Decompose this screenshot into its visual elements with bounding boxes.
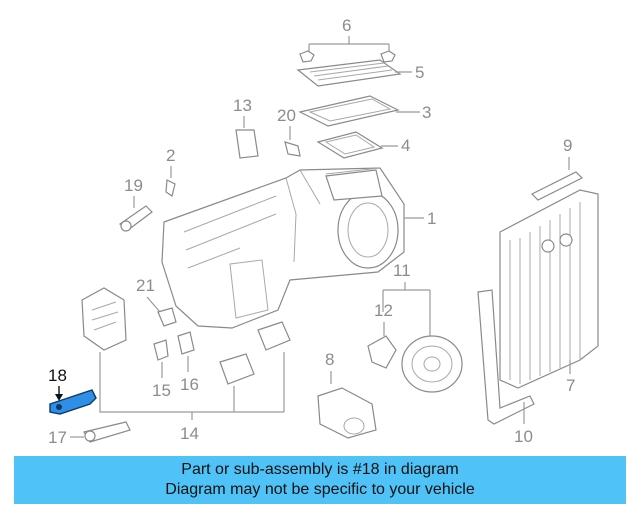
heater-core-part-7 (499, 189, 599, 389)
callout-number-3: 3 (422, 103, 431, 122)
sensor-part-13 (235, 129, 259, 159)
resistor-part-12 (367, 335, 397, 369)
callout-13: 13 (233, 96, 259, 159)
callout-number-7: 7 (566, 376, 575, 395)
callout-number-10: 10 (514, 427, 533, 446)
callout-number-11: 11 (393, 261, 411, 280)
callout-9: 9 (530, 136, 584, 201)
callout-number-17: 17 (48, 428, 67, 447)
callout-number-9: 9 (563, 136, 572, 155)
callout-number-8: 8 (325, 350, 334, 369)
sensor-part-15 (153, 339, 169, 361)
callout-2: 2 (165, 146, 176, 197)
callout-number-2: 2 (166, 146, 175, 165)
callout-number-21: 21 (136, 276, 155, 295)
callout-19: 19 (118, 176, 153, 232)
sensor-part-20 (284, 141, 301, 157)
clip-part-2 (165, 179, 176, 197)
callout-number-1: 1 (427, 209, 436, 228)
callout-number-6: 6 (342, 16, 351, 35)
callout-number-20: 20 (277, 106, 296, 125)
callout-number-14: 14 (180, 424, 199, 443)
seal-frame-part-10 (477, 289, 535, 425)
callout-4: 4 (316, 131, 410, 159)
actuator-part-8 (317, 387, 377, 439)
callout-6: 6 (299, 16, 396, 63)
callout-15: 15 (152, 339, 171, 400)
banner-line-1: Part or sub-assembly is #18 in diagram (181, 461, 459, 478)
callout-number-13: 13 (233, 96, 252, 115)
clip-part-6a (299, 50, 315, 63)
callout-number-15: 15 (152, 381, 171, 400)
callout-14: 14 (99, 352, 285, 443)
callout-21: 21 (136, 276, 177, 327)
control-module-part-b (257, 321, 291, 351)
callout-number-19: 19 (124, 176, 143, 195)
control-module-part-a (219, 353, 255, 385)
callout-5: 5 (296, 59, 424, 87)
filter-part-5 (296, 59, 402, 87)
callout-1: 1 (161, 167, 436, 329)
callout-number-18: 18 (48, 366, 67, 385)
callout-12: 12 (367, 301, 397, 369)
sensor-part-16 (177, 331, 195, 355)
callout-7: 7 (499, 189, 599, 395)
callout-3: 3 (298, 95, 431, 127)
callout-18: 18 (48, 366, 97, 415)
callout-17: 17 (48, 421, 131, 447)
banner-line-2: Diagram may not be specific to your vehi… (165, 481, 475, 498)
callout-8: 8 (317, 350, 377, 439)
seal-part-4 (316, 131, 384, 159)
callout-number-4: 4 (401, 136, 410, 155)
info-banner: Part or sub-assembly is #18 in diagram D… (14, 456, 626, 504)
callout-number-5: 5 (415, 63, 424, 82)
blower-motor-part-11 (401, 335, 463, 393)
callout-20: 20 (277, 106, 301, 157)
clip-part-6b (380, 50, 396, 63)
exploded-parts-diagram: 6 5 3 4 13 20 2 (48, 16, 599, 447)
sensor-part-21 (157, 307, 177, 327)
callout-11: 11 (382, 261, 463, 393)
lever-part-18-highlighted (49, 389, 97, 415)
seal-strip-part-9 (530, 171, 584, 201)
callout-number-12: 12 (374, 301, 393, 320)
servo-motor-part (81, 287, 127, 351)
callout-10: 10 (477, 289, 535, 446)
callout-number-16: 16 (180, 375, 199, 394)
callout-16: 16 (177, 331, 199, 394)
